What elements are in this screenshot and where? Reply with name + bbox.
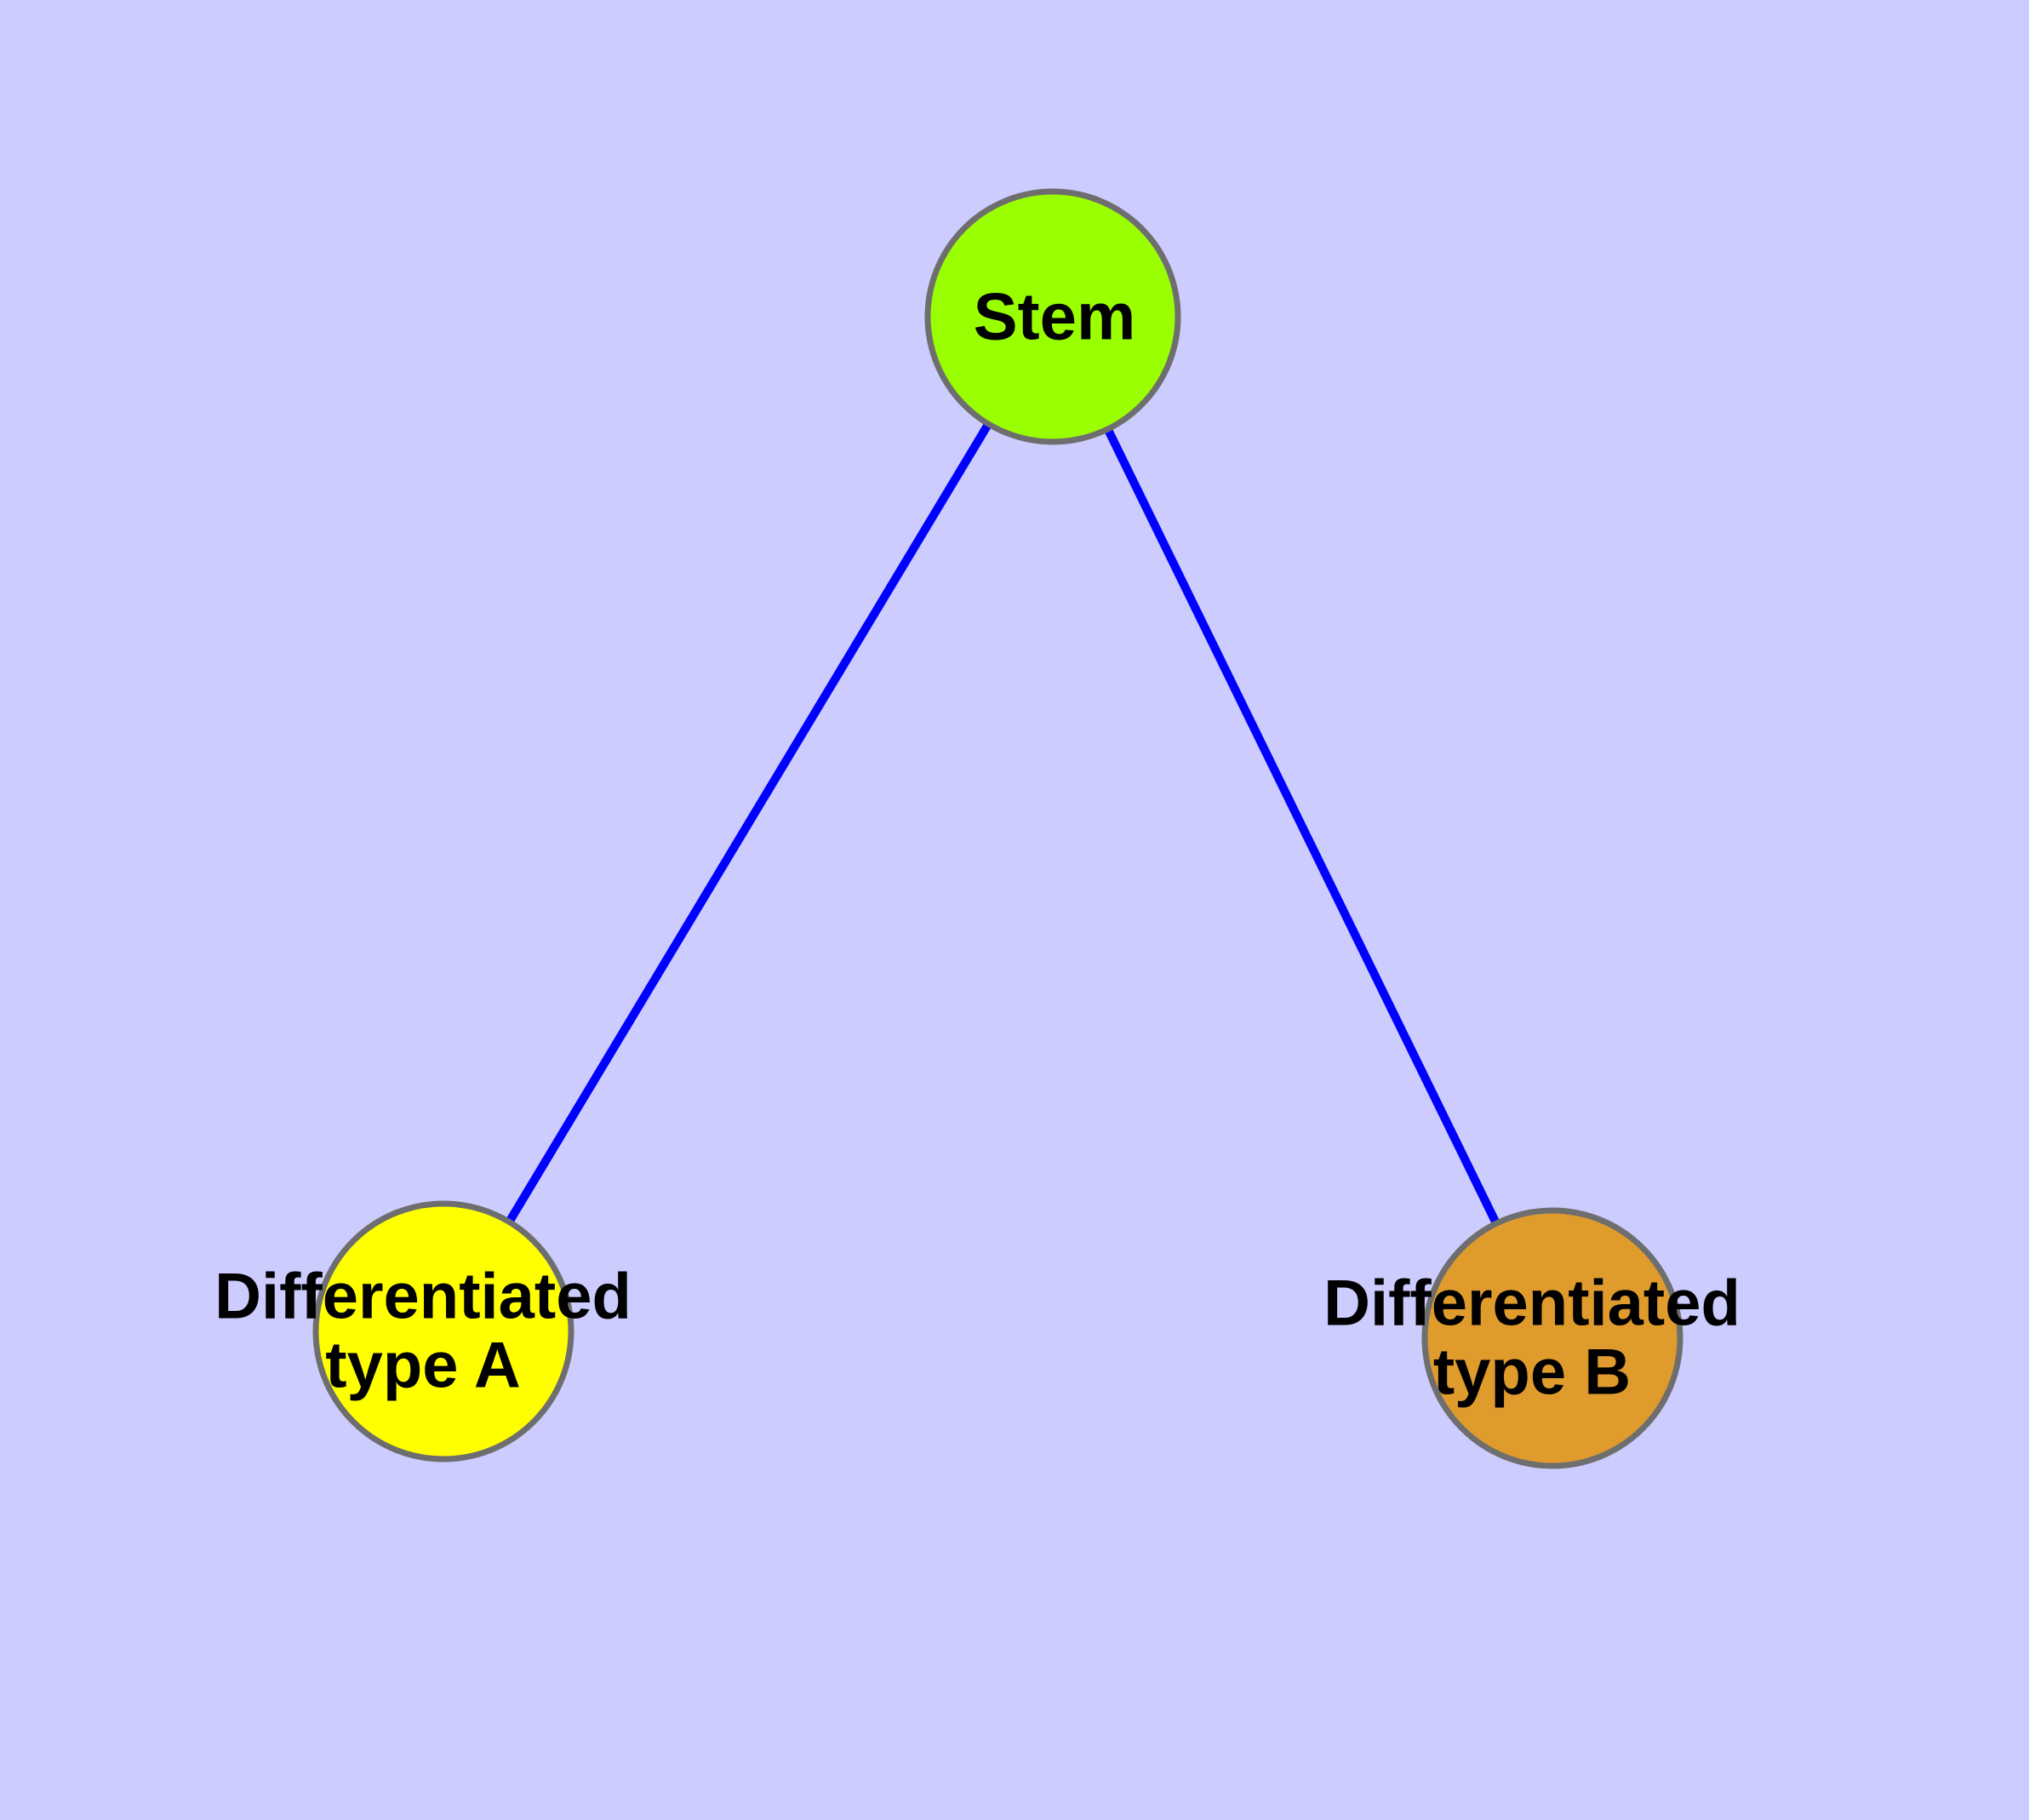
edge-stem-to-differentiated-type-b[interactable] [1049,314,1557,1341]
node-stem[interactable] [924,188,1181,445]
edge-stem-to-differentiated-type-a[interactable] [439,314,1057,1334]
node-differentiated-type-a[interactable] [312,1200,574,1462]
nodes-layer [312,188,1683,1469]
edges-layer [439,314,1557,1341]
node-differentiated-type-b[interactable] [1421,1207,1683,1469]
